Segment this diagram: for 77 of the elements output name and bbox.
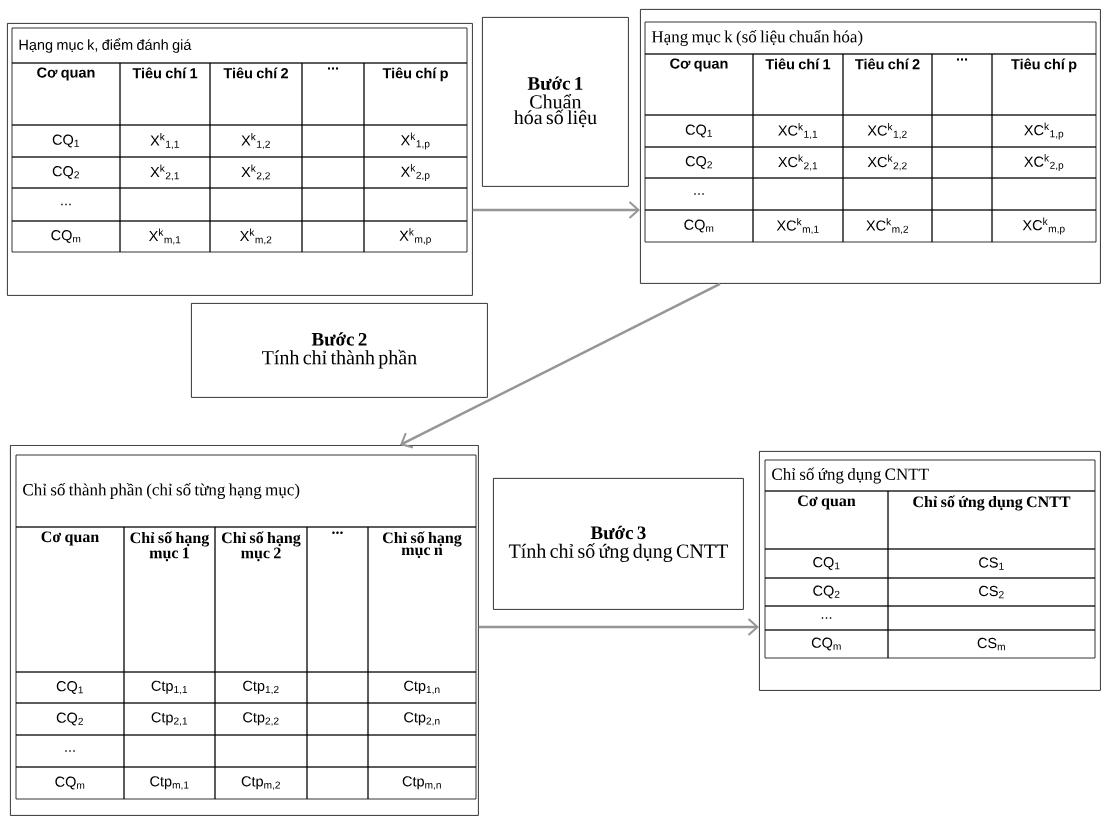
table-header-cell: Tiêu chí 2 (842, 53, 933, 116)
table-title: Hạng mục k (số liệu chuẩn hóa) (644, 21, 1097, 55)
table-header-cell: Cơ quan (644, 53, 754, 116)
table-cell: CQ$_{2}$ (644, 146, 754, 179)
table-cell: XC$^{k}$m,1 (752, 209, 844, 243)
table-title: Hạng mục k, điểm đánh giá (11, 27, 468, 64)
table-cell: CQ$_{1}$ (764, 548, 889, 579)
table-cell: X$^{k}$m,p (363, 220, 468, 253)
table-cell: CQ$_{m}$ (15, 766, 125, 800)
table-cell: ... (15, 734, 125, 768)
table-cell: Ctp$_{1,2}$ (214, 671, 308, 704)
table-cell: ... (11, 187, 121, 222)
table-cell: ... (764, 605, 889, 631)
table-header-cell: Chỉ số hạng mục n (367, 526, 477, 673)
table-cell: XC$^{k}$2,2 (842, 146, 933, 179)
step-box: Bước 2 Tính chỉ thành phần (191, 303, 488, 398)
table-cell: CS$_{m}$ (887, 629, 1096, 659)
table-header-cell: Chỉ số hạng mục 1 (123, 526, 216, 673)
table-cell: Ctp$_{m,n}$ (367, 766, 477, 800)
table-header-cell: Tiêu chí 2 (209, 62, 303, 126)
table-header-cell: Cơ quan (11, 62, 121, 126)
table-cell: X$^{k}$1,2 (209, 124, 303, 158)
table-frame (10, 445, 479, 816)
step-box: Bước 1 Chuẩn hóa số liệu (482, 17, 629, 187)
table-cell: XC$^{k}$1,p (991, 114, 1097, 148)
table-cell: CQ$_{1}$ (644, 114, 754, 148)
table-title: Chỉ số ứng dụng CNTT (764, 459, 1096, 492)
step-box: Bước 3 Tính chỉ số ứng dụng CNTT (493, 478, 744, 610)
table-header-cell: Tiêu chí p (991, 53, 1097, 116)
table-cell: CS$_{1}$ (887, 548, 1096, 579)
table-header-cell: Chỉ số hạng mục 2 (214, 526, 308, 673)
table-frame (759, 451, 1101, 691)
table-cell: X$^{k}$2,1 (119, 156, 211, 189)
table-header-cell: Tiêu chí 1 (752, 53, 844, 116)
arrow (400, 282, 721, 449)
table-cell: X$^{k}$2,p (363, 156, 468, 189)
table-cell: XC$^{k}$m,p (991, 209, 1097, 243)
table-title: Chỉ số thành phần (chỉ số từng hạng mục) (15, 454, 477, 528)
table-cell: Ctp$_{m,1}$ (123, 766, 216, 800)
table-cell: X$^{k}$2,2 (209, 156, 303, 189)
table-cell: ... (644, 177, 754, 211)
table-cell: CQ$_{m}$ (11, 220, 121, 253)
table-cell: Ctp$_{2,2}$ (214, 702, 308, 736)
table-header-cell: Tiêu chí p (363, 62, 468, 126)
table-frame (640, 9, 1101, 284)
table-cell: CQ$_{2}$ (764, 577, 889, 607)
table-cell: CQ$_{2}$ (15, 702, 125, 736)
table-cell: Ctp$_{2,1}$ (123, 702, 216, 736)
table-cell: XC$^{k}$2,p (991, 146, 1097, 179)
table-header-cell: Cơ quan (764, 490, 889, 550)
table-header-cell: Chỉ số ứng dụng CNTT (887, 490, 1096, 550)
table-header-cell: Cơ quan (15, 526, 125, 673)
table-cell: Ctp$_{m,2}$ (214, 766, 308, 800)
table-cell: CQ$_{m}$ (644, 209, 754, 243)
table-header-cell: ... (306, 526, 369, 673)
arrow (478, 618, 759, 636)
table-header-cell: Tiêu chí 1 (119, 62, 211, 126)
table-cell: CQ$_{m}$ (764, 629, 889, 659)
table-cell: XC$^{k}$1,2 (842, 114, 933, 148)
table-cell: XC$^{k}$2,1 (752, 146, 844, 179)
table-cell: CQ$_{2}$ (11, 156, 121, 189)
table-cell: XC$^{k}$m,2 (842, 209, 933, 243)
table-cell: Ctp$_{1,1}$ (123, 671, 216, 704)
table-cell: XC$^{k}$1,1 (752, 114, 844, 148)
table-cell: CS$_{2}$ (887, 577, 1096, 607)
table-cell: CQ$_{1}$ (11, 124, 121, 158)
table-cell: X$^{k}$1,1 (119, 124, 211, 158)
table-cell: Ctp$_{2,n}$ (367, 702, 477, 736)
table-cell: CQ$_{1}$ (15, 671, 125, 704)
arrow (472, 201, 640, 219)
table-header-cell: ... (301, 62, 365, 126)
table-header-cell: ... (931, 53, 993, 116)
table-cell: X$^{k}$m,1 (119, 220, 211, 253)
table-cell: Ctp$_{1,n}$ (367, 671, 477, 704)
table-cell: X$^{k}$m,2 (209, 220, 303, 253)
table-cell: X$^{k}$1,p (363, 124, 468, 158)
table-frame (7, 23, 473, 296)
